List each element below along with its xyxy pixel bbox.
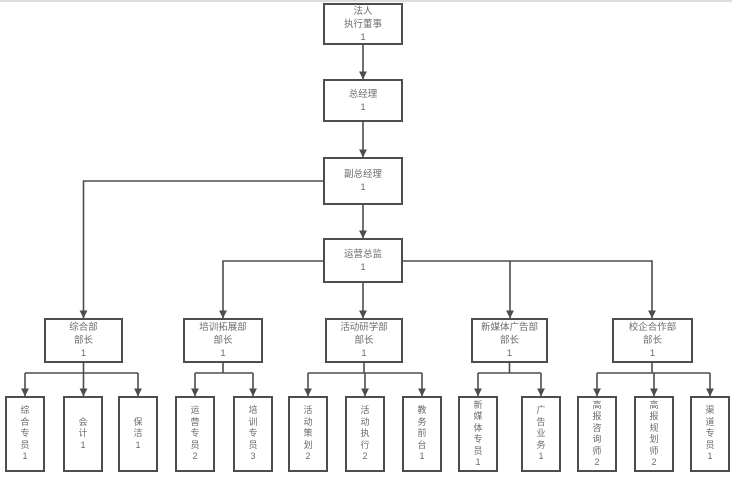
node-label: 培训专员 — [248, 405, 258, 450]
node-label: 广告业务 — [536, 405, 546, 450]
node-label: 新媒体专员 — [473, 399, 483, 456]
node-academic-reception[interactable]: 教务前台 1 — [402, 396, 442, 472]
node-new-media-specialist[interactable]: 新媒体专员 1 — [458, 396, 498, 472]
node-count: 1 — [707, 451, 713, 462]
node-cleaner[interactable]: 保洁 1 — [118, 396, 158, 472]
node-label: 教务前台 — [417, 405, 427, 450]
node-label: 活动执行 — [360, 405, 370, 450]
node-dept-activity-research[interactable]: 活动研学部 部长 1 — [325, 318, 403, 363]
node-activity-executor[interactable]: 活动执行 2 — [345, 396, 385, 472]
node-count: 2 — [362, 451, 368, 462]
node-training-specialist[interactable]: 培训专员 3 — [233, 396, 273, 472]
node-label: 会计 — [78, 416, 88, 439]
node-activity-planner[interactable]: 活动策划 2 — [288, 396, 328, 472]
node-count: 1 — [135, 439, 141, 450]
node-gaokao-consultant[interactable]: 高报咨询师 2 — [577, 396, 617, 472]
connector-dept-general-bus — [25, 363, 138, 374]
node-label: 高报规划师 — [649, 399, 659, 456]
connector-dept-media-bus — [478, 363, 541, 374]
node-channel-specialist[interactable]: 渠道专员 1 — [690, 396, 730, 472]
connector-dept-coop-bus — [597, 363, 710, 374]
node-legal-executive-director[interactable]: 法人 执行董事 1 — [323, 3, 403, 45]
connector-dgm-to-dept-general — [79, 180, 323, 319]
node-count: 1 — [22, 451, 28, 462]
node-count: 1 — [220, 348, 226, 359]
node-label: 副总经理 — [343, 169, 382, 180]
node-label: 新媒体广告部 部长 — [480, 322, 538, 346]
node-label: 高报咨询师 — [592, 399, 602, 456]
node-dept-training-expansion[interactable]: 培训拓展部 部长 1 — [183, 318, 263, 363]
node-count: 1 — [360, 261, 366, 273]
node-count: 2 — [305, 451, 311, 462]
connector-ops-to-dept-training — [219, 260, 323, 319]
node-label: 活动策划 — [303, 405, 313, 450]
node-label: 培训拓展部 部长 — [199, 322, 247, 346]
node-general-manager[interactable]: 总经理 1 — [323, 79, 403, 122]
node-count: 1 — [506, 348, 513, 359]
node-label: 渠道专员 — [705, 405, 715, 450]
node-gaokao-planner[interactable]: 高报规划师 2 — [634, 396, 674, 472]
node-label: 运营专员 — [190, 405, 200, 450]
node-deputy-general-manager[interactable]: 副总经理 1 — [323, 157, 403, 205]
node-count: 3 — [250, 451, 256, 462]
node-label: 综合部 部长 — [69, 322, 98, 346]
node-label: 活动研学部 部长 — [340, 322, 388, 346]
node-count: 1 — [361, 348, 367, 359]
node-count: 2 — [651, 457, 657, 467]
connector-dept-training-bus — [195, 363, 253, 374]
node-general-specialist[interactable]: 综合专员 1 — [5, 396, 45, 472]
node-label: 保洁 — [133, 416, 143, 439]
node-count: 1 — [360, 182, 366, 193]
node-dept-school-enterprise-coop[interactable]: 校企合作部 部长 1 — [612, 318, 693, 363]
node-accountant[interactable]: 会计 1 — [63, 396, 103, 472]
node-count: 1 — [538, 451, 544, 462]
node-count: 1 — [419, 451, 425, 462]
node-count: 2 — [594, 457, 600, 467]
node-label: 综合专员 — [20, 405, 30, 450]
canvas-top-edge-line — [0, 0, 732, 2]
node-count: 1 — [649, 348, 656, 359]
node-count: 1 — [475, 457, 481, 467]
node-count: 1 — [80, 348, 87, 359]
connector-ops-to-dept-coop — [403, 260, 656, 319]
node-operation-specialist[interactable]: 运营专员 2 — [175, 396, 215, 472]
node-label: 校企合作部 部长 — [628, 322, 677, 346]
node-dept-new-media-ads[interactable]: 新媒体广告部 部长 1 — [471, 318, 548, 363]
node-count: 1 — [360, 101, 366, 113]
node-label: 运营总监 — [343, 248, 382, 260]
node-label: 总经理 — [348, 88, 378, 100]
node-count: 1 — [360, 31, 366, 43]
node-label: 法人 执行董事 — [343, 5, 382, 30]
connector-dept-activity-bus — [308, 363, 422, 374]
node-count: 1 — [80, 439, 86, 450]
node-ad-business[interactable]: 广告业务 1 — [521, 396, 561, 472]
node-count: 2 — [192, 451, 198, 462]
node-dept-general[interactable]: 综合部 部长 1 — [44, 318, 123, 363]
node-operations-director[interactable]: 运营总监 1 — [323, 238, 403, 283]
